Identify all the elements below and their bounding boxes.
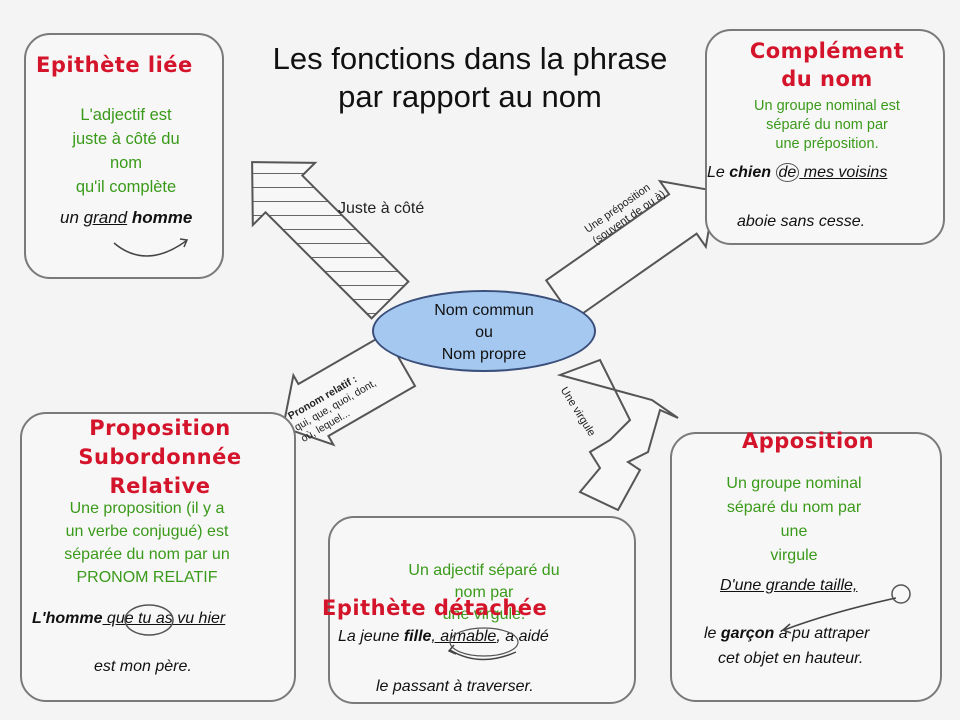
desc-line: juste à côté du	[72, 130, 180, 148]
example-apposition-line-3: cet objet en hauteur.	[718, 650, 864, 667]
center-line-1: Nom commun	[434, 302, 534, 319]
desc-line: une	[780, 523, 808, 540]
example-part: Le	[707, 164, 730, 181]
example-detachee-line-1: La jeune fille, aimable, a aidé	[338, 628, 549, 646]
example-noun: homme	[45, 610, 103, 627]
desc-line: un verbe conjugué) est	[65, 523, 229, 540]
example-detachee-line-2: le passant à traverser.	[376, 678, 534, 695]
link-arrow-icon	[113, 238, 189, 257]
desc-line: Un groupe nominal est	[754, 98, 900, 114]
desc-line: PRONOM RELATIF	[76, 569, 218, 586]
center-line-3: Nom propre	[441, 346, 527, 363]
box-epithete-detachee: Un adjectif séparé du nom par une virgul…	[322, 516, 636, 704]
heading-proposition-relative: Proposition Subordonnée Relative	[22, 414, 298, 501]
title-line-1: Les fonctions dans la phrase	[272, 41, 668, 76]
heading-line: du nom	[781, 67, 873, 91]
desc-line: nom par	[454, 584, 514, 601]
pronoun-circle-icon	[124, 604, 174, 636]
desc-line: qu'il complète	[75, 178, 177, 196]
heading-line: Complément	[749, 39, 905, 63]
desc-line: séparé du nom par	[726, 499, 862, 516]
arrow-bottom-right	[556, 358, 679, 512]
center-line-2: ou	[475, 324, 493, 341]
heading-epithete-liee: Epithète liée	[36, 53, 193, 77]
heading-complement-du-nom: Complément du nom	[707, 37, 947, 93]
desc-line: séparé du nom par	[766, 117, 888, 133]
example-part: un	[60, 208, 84, 227]
example-part: le	[704, 625, 721, 642]
heading-line: Proposition	[89, 416, 231, 440]
example-part: La jeune	[338, 628, 404, 645]
link-arrow-icon	[447, 627, 519, 661]
center-node: Nom commun ou Nom propre	[372, 290, 596, 372]
desc-line: nom	[109, 154, 143, 172]
example-relative-line-1: L'homme que tu as vu hier	[32, 610, 225, 628]
desc-line: une virgule.	[442, 606, 526, 623]
example-adjective: grand	[83, 208, 128, 227]
link-arrow-icon	[781, 584, 911, 634]
title-line-2: par rapport au nom	[338, 79, 602, 114]
arrow-top-left	[251, 161, 410, 320]
example-relative-line-2: est mon père.	[94, 658, 192, 675]
label-juste-a-cote: Juste à côté	[338, 200, 425, 217]
box-complement-du-nom: Complément du nom Un groupe nominal est …	[705, 29, 945, 245]
desc-epithete-detachee: Un adjectif séparé du nom par une virgul…	[350, 560, 618, 626]
arrow-bottom-left	[281, 332, 417, 447]
example-noun: garçon	[720, 625, 775, 642]
desc-complement-du-nom: Un groupe nominal est séparé du nom par …	[707, 97, 947, 154]
example-epithete-liee: un grand homme	[60, 208, 192, 228]
example-apposition-line-1: D'une grande taille,	[720, 577, 858, 594]
heading-epithete-detachee: Epithète détachée	[322, 596, 548, 620]
desc-line: Une proposition (il y a	[69, 500, 225, 517]
example-noun: fille	[403, 628, 432, 645]
desc-line: virgule	[770, 547, 818, 564]
desc-proposition-relative: Une proposition (il y a un verbe conjugu…	[22, 497, 272, 589]
example-relative-clause: que tu as vu hier	[102, 610, 226, 627]
desc-line: Un adjectif séparé du	[408, 562, 560, 579]
box-apposition: Apposition Un groupe nominal séparé du n…	[670, 429, 942, 702]
desc-epithete-liee: L'adjectif est juste à côté du nom qu'il…	[26, 103, 226, 199]
desc-line: L'adjectif est	[80, 106, 172, 124]
example-apposition-line-2: le garçon a pu attraper	[704, 625, 869, 643]
heading-line: Subordonnée	[78, 445, 242, 469]
example-part: L'	[32, 610, 46, 627]
example-complement-line-1: Le chien de mes voisins	[707, 163, 888, 182]
box-proposition-relative: Proposition Subordonnée Relative Une pro…	[20, 412, 296, 702]
example-adjective: , aimable	[431, 628, 497, 645]
desc-line: une préposition.	[775, 136, 879, 152]
example-part: a pu attraper	[774, 625, 870, 642]
example-noun: homme	[127, 208, 193, 227]
desc-apposition: Un groupe nominal séparé du nom par une …	[672, 472, 916, 568]
example-preposition: de	[775, 163, 800, 182]
box-epithete-liee: Epithète liée L'adjectif est juste à côt…	[24, 33, 224, 279]
desc-line: séparée du nom par un	[64, 546, 230, 563]
example-complement: mes voisins	[799, 164, 888, 181]
heading-apposition: Apposition	[741, 429, 875, 453]
desc-line: Un groupe nominal	[726, 475, 862, 492]
heading-line: Relative	[109, 474, 211, 498]
example-noun: chien	[729, 164, 772, 181]
diagram-title: Les fonctions dans la phrase par rapport…	[220, 40, 720, 116]
example-complement-line-2: aboie sans cesse.	[737, 213, 866, 230]
